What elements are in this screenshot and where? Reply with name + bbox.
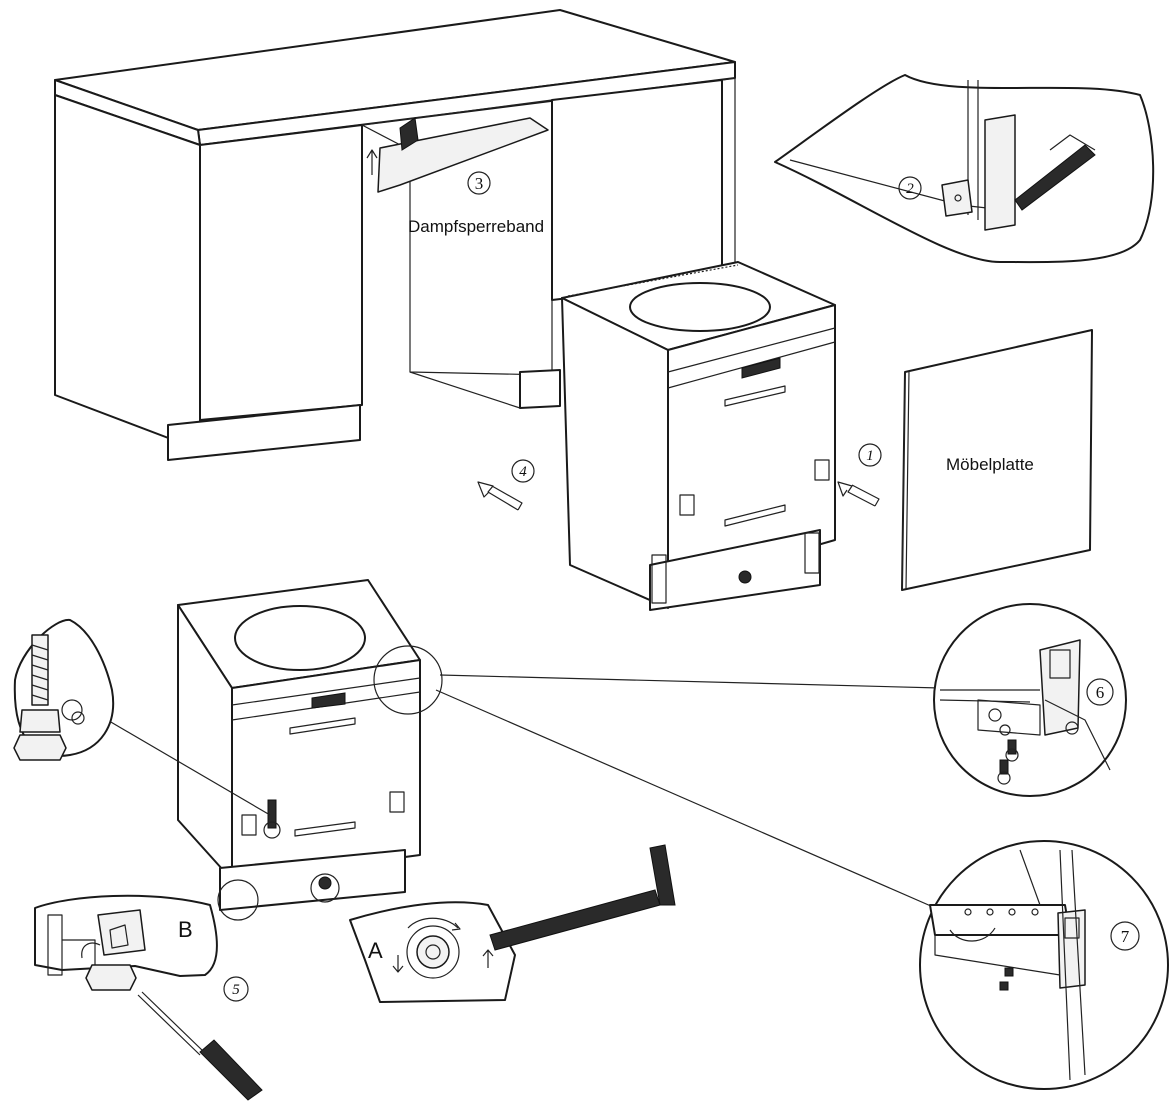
dishwasher-lower <box>103 579 941 921</box>
step-7-number: 7 <box>1121 927 1130 946</box>
step-4-number: 4 <box>519 464 527 480</box>
bracket-detail-step-6: 6 <box>933 603 1127 797</box>
adjustment-detail-a: A <box>349 844 676 1003</box>
step-2-marker: 2 <box>898 176 922 200</box>
step-4-marker: 4 <box>511 459 535 483</box>
step-6-number: 6 <box>1096 683 1105 702</box>
kitchen-cabinet <box>54 9 736 461</box>
label-a: A <box>368 938 383 963</box>
hinge-detail-step-2: 2 <box>774 74 1155 264</box>
dishwasher-main: 4 1 <box>477 261 882 611</box>
step-1-marker: 1 <box>858 443 882 467</box>
vapor-barrier-tape: 3 Dampfsperreband <box>366 117 549 236</box>
furniture-panel-label: Möbelplatte <box>946 455 1034 474</box>
foot-detail <box>13 618 115 761</box>
furniture-panel: Möbelplatte <box>901 329 1093 591</box>
step-7-marker: 7 <box>1110 921 1140 951</box>
step-3-number: 3 <box>475 174 484 193</box>
step-5-number: 5 <box>232 982 240 998</box>
step-2-number: 2 <box>906 181 914 197</box>
step-1-number: 1 <box>866 448 874 464</box>
step-6-marker: 6 <box>1086 678 1114 706</box>
adjustment-detail-b: B 5 <box>34 894 263 1101</box>
label-b: B <box>178 917 193 942</box>
bracket-detail-step-7: 7 <box>919 840 1169 1090</box>
step-5-marker: 5 <box>223 976 249 1002</box>
vapor-tape-label: Dampfsperreband <box>408 217 544 236</box>
step-3-marker: 3 <box>467 171 491 195</box>
